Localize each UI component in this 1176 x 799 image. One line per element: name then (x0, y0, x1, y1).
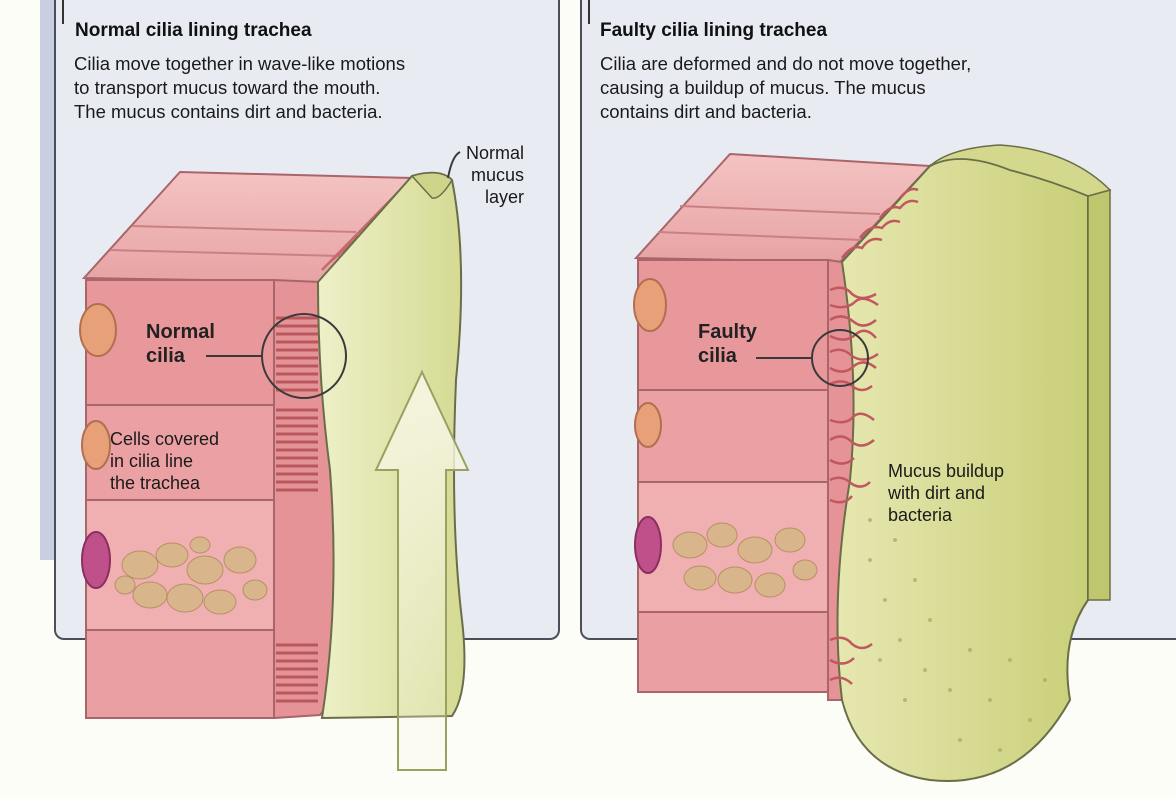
label-line: layer (466, 186, 524, 208)
label-line: bacteria (888, 504, 1004, 526)
right-description-line: causing a buildup of mucus. The mucus (600, 76, 971, 100)
left-description-line: The mucus contains dirt and bacteria. (74, 100, 405, 124)
label-line: Normal (146, 320, 215, 344)
right-panel-title: Faulty cilia lining trachea (600, 20, 827, 42)
right-description-line: contains dirt and bacteria. (600, 100, 971, 124)
right-panel-description: Cilia are deformed and do not move toget… (600, 52, 971, 124)
label-line: the trachea (110, 472, 219, 494)
label-line: Cells covered (110, 428, 219, 450)
faulty-cilia-label: Faulty cilia (698, 320, 757, 368)
left-description-line: Cilia move together in wave-like motions (74, 52, 405, 76)
label-line: Mucus buildup (888, 460, 1004, 482)
normal-mucus-layer-label: Normal mucus layer (466, 142, 524, 208)
left-panel-title: Normal cilia lining trachea (75, 20, 312, 42)
mucus-layer-leader-line (448, 152, 460, 178)
left-panel-description: Cilia move together in wave-like motions… (74, 52, 405, 124)
label-line: Normal (466, 142, 524, 164)
right-description-line: Cilia are deformed and do not move toget… (600, 52, 971, 76)
label-line: cilia (146, 344, 215, 368)
cells-covered-label: Cells covered in cilia line the trachea (110, 428, 219, 494)
label-line: cilia (698, 344, 757, 368)
normal-cilia-label: Normal cilia (146, 320, 215, 368)
mucus-buildup-label: Mucus buildup with dirt and bacteria (888, 460, 1004, 526)
label-line: with dirt and (888, 482, 1004, 504)
label-line: in cilia line (110, 450, 219, 472)
left-description-line: to transport mucus toward the mouth. (74, 76, 405, 100)
label-line: Faulty (698, 320, 757, 344)
label-line: mucus (466, 164, 524, 186)
